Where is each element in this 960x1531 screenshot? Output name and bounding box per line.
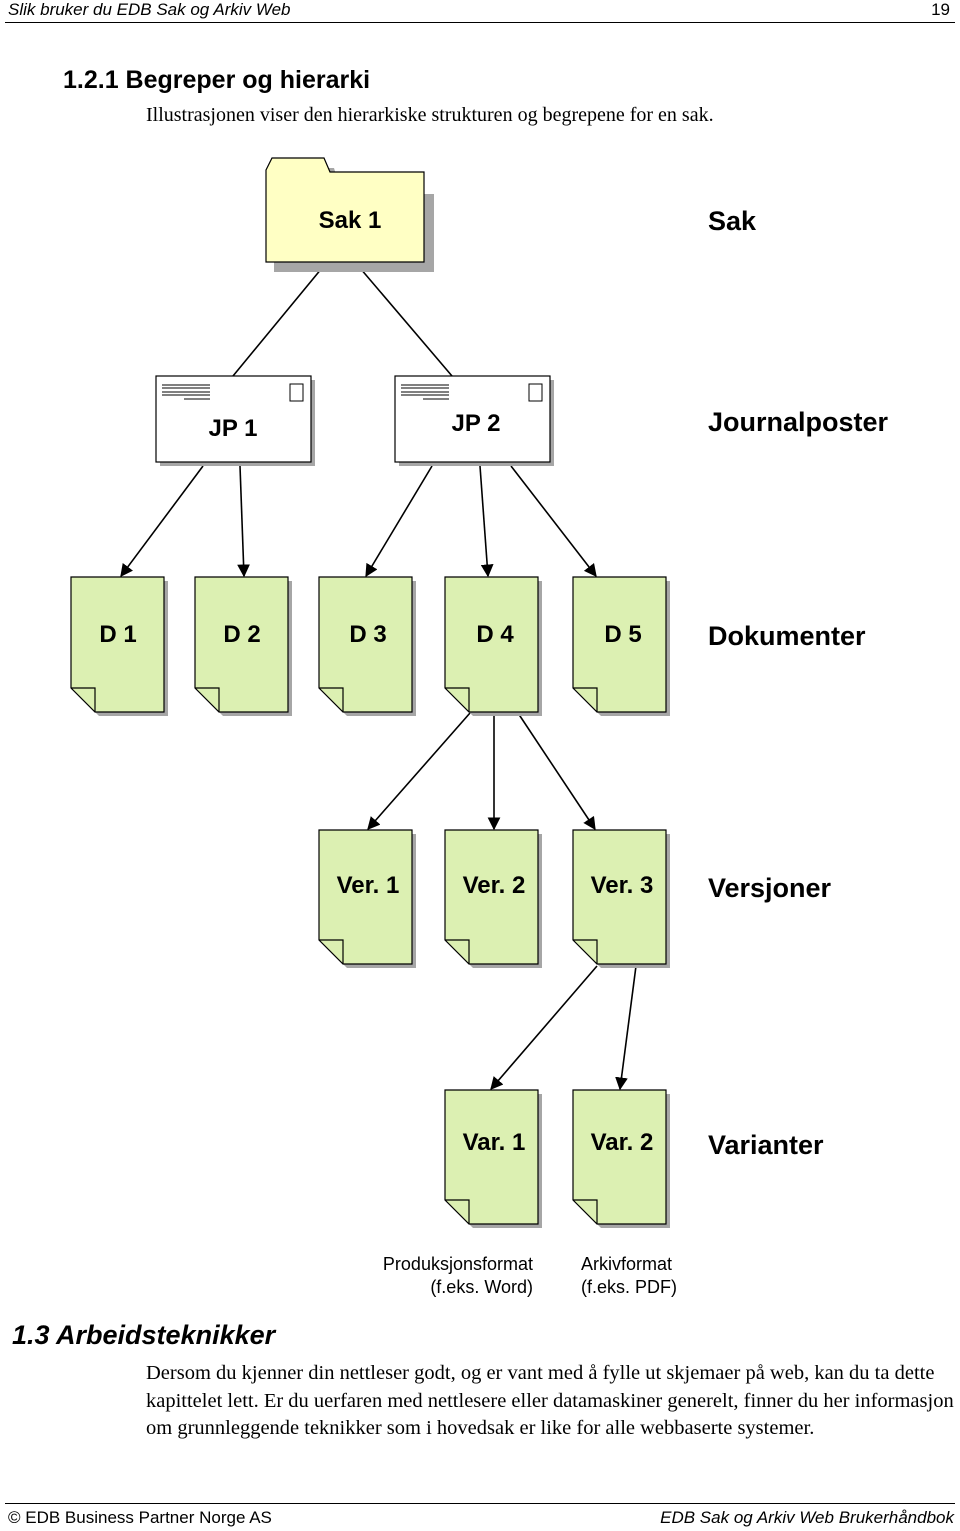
production-format-example: (f.eks. Word) [430, 1277, 533, 1297]
page-number: 19 [931, 0, 950, 19]
document-d1: D 1 [70, 576, 168, 716]
connector-sak-jp2 [359, 267, 453, 377]
version-2: Ver. 2 [444, 829, 542, 968]
level-label-journal-posts: Journalposter [708, 407, 889, 437]
document-d4: D 4 [444, 576, 542, 716]
archive-format-caption: Arkivformat [581, 1254, 672, 1274]
connector-jp2-d3 [365, 465, 433, 578]
case-label: Sak 1 [319, 207, 382, 234]
connector-jp1-d2 [237, 465, 250, 578]
connector-jp2-d5 [510, 465, 597, 578]
footer-divider [5, 1503, 955, 1504]
connector-ver3-var2 [615, 965, 637, 1091]
document-label: D 5 [604, 621, 641, 648]
footer-copyright: © EDB Business Partner Norge AS [8, 1508, 272, 1527]
variant-1: Var. 1 [444, 1089, 542, 1228]
footer-book-title: EDB Sak og Arkiv Web Brukerhåndbok [660, 1508, 954, 1527]
connector-sak-jp1 [232, 267, 323, 377]
connector-ver3-var1 [490, 965, 598, 1090]
journal-post-1: JP 1 [155, 375, 315, 466]
envelope-lines-icon [401, 384, 449, 400]
hierarchy-diagram: Sak 1 JP 1 JP 2 D 1 D 2 [70, 157, 889, 1297]
level-label-case: Sak [708, 206, 757, 236]
archive-format-example: (f.eks. PDF) [581, 1277, 677, 1297]
document-label: D 1 [99, 621, 136, 648]
case-folder: Sak 1 [265, 157, 434, 272]
level-label-documents: Dokumenter [708, 621, 866, 651]
document-d2: D 2 [194, 576, 292, 716]
document-d3: D 3 [318, 576, 416, 716]
variant-label: Var. 1 [463, 1129, 526, 1156]
document-label: D 4 [476, 621, 514, 648]
variant-label: Var. 2 [591, 1129, 654, 1156]
connector-jp1-d1 [120, 465, 204, 578]
version-1: Ver. 1 [318, 829, 416, 968]
version-label: Ver. 1 [337, 872, 400, 899]
level-label-versions: Versjoner [708, 873, 832, 903]
document-label: D 2 [223, 621, 260, 648]
version-label: Ver. 2 [463, 872, 526, 899]
connector-d4-ver3 [517, 712, 596, 831]
version-label: Ver. 3 [591, 872, 654, 899]
envelope-lines-icon [162, 384, 210, 400]
production-format-caption: Produksjonsformat [383, 1254, 533, 1274]
connector-d4-ver1 [367, 712, 471, 830]
section-2-body: Dersom du kjenner din nettleser godt, og… [146, 1362, 954, 1439]
page-header-title: Slik bruker du EDB Sak og Arkiv Web [8, 0, 291, 19]
variant-2: Var. 2 [572, 1089, 670, 1228]
stamp-icon [289, 383, 304, 402]
header-divider [5, 22, 955, 23]
journal-post-label: JP 2 [452, 410, 501, 437]
level-label-variants: Varianter [708, 1130, 824, 1160]
document-label: D 3 [349, 621, 386, 648]
journal-post-label: JP 1 [209, 415, 258, 442]
connector-lines [120, 267, 637, 1091]
connector-jp2-d4 [479, 465, 494, 578]
stamp-icon [528, 383, 543, 402]
section-intro: Illustrasjonen viser den hierarkiske str… [146, 104, 714, 126]
document-d5: D 5 [572, 576, 670, 716]
version-3: Ver. 3 [572, 829, 670, 968]
section-title: 1.2.1 Begreper og hierarki [63, 66, 371, 94]
journal-post-2: JP 2 [394, 375, 554, 466]
section-2-title: 1.3 Arbeidsteknikker [12, 1320, 276, 1350]
